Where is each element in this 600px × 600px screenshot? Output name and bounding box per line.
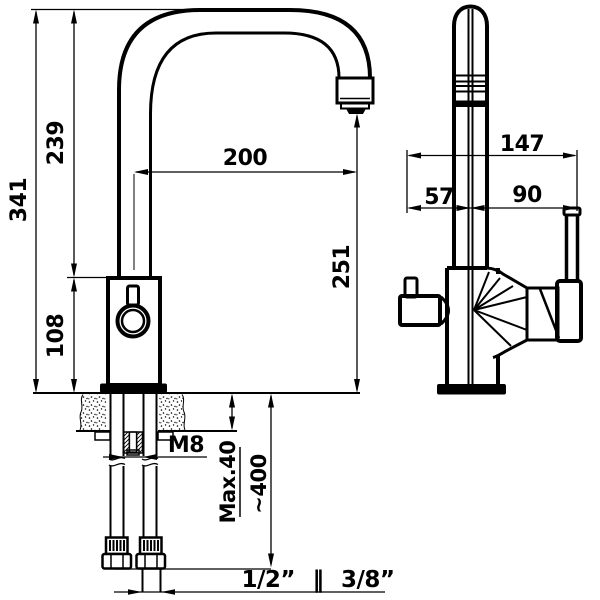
aerator-nozzle	[346, 108, 366, 114]
connection-sizes-label: 1/2” ‖ 3/8”	[241, 567, 394, 593]
supply-hose-left	[108, 394, 126, 537]
dimension-200-label: 200	[223, 146, 268, 171]
lever-knob-outer	[115, 303, 151, 339]
thread-size-label: M8	[168, 433, 204, 458]
side-base-plate	[437, 384, 506, 395]
cone-fan-lines	[473, 271, 528, 347]
side-body	[437, 266, 561, 395]
dimension-147-label: 147	[500, 132, 544, 157]
dimension-251-label: 251	[330, 245, 355, 289]
spout-outline	[117, 8, 372, 278]
base-plate	[100, 383, 167, 393]
hose-connector-left	[101, 536, 133, 570]
side-spout-tube	[452, 4, 489, 384]
hose-length-label: ~400	[247, 454, 271, 513]
deck-thickness-label: Max.40	[216, 441, 240, 524]
mounting-stud	[122, 431, 144, 456]
faucet-body	[100, 276, 167, 393]
side-handle	[555, 206, 583, 343]
aerator	[335, 76, 375, 114]
dimension-90-label: 90	[512, 183, 542, 208]
washer-left	[94, 431, 111, 441]
dimension-108-label: 108	[44, 314, 69, 358]
dimension-341-label: 341	[7, 178, 32, 222]
lever-knob-inner	[120, 308, 146, 334]
dimensions-side-view: 147 57 90	[406, 132, 578, 213]
lever-stem	[126, 284, 140, 307]
dimension-57-label: 57	[424, 185, 454, 210]
side-view	[398, 4, 583, 395]
dimensions-front-view: 341 239 108 200 251 Max.40 ~400	[7, 8, 395, 595]
hose-connector-right	[135, 536, 167, 592]
supply-hose-right	[141, 394, 159, 537]
washer-right	[157, 431, 174, 441]
front-view	[33, 8, 375, 592]
side-filter-lever	[398, 276, 450, 327]
dimension-239-label: 239	[44, 121, 69, 165]
countertop-section	[33, 392, 360, 432]
